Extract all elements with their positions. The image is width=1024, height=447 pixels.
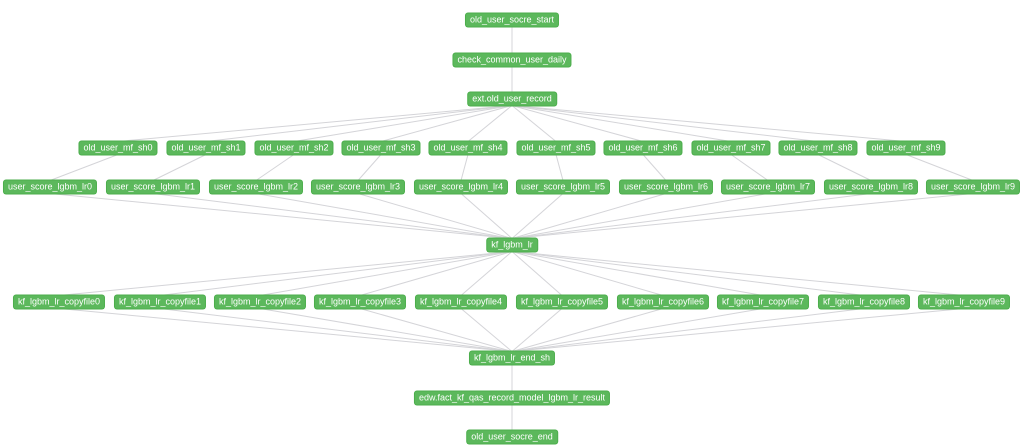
edge-c8-to-kfend [511, 308, 865, 352]
node-old-user-mf-sh3[interactable]: old_user_mf_sh3 [342, 141, 420, 155]
edge-mf6-to-s6 [642, 154, 667, 181]
edge-c0-to-kfend [58, 308, 513, 352]
edge-ext-to-mf1 [205, 105, 513, 142]
edge-mf3-to-s3 [357, 154, 382, 181]
node-old-user-mf-sh1[interactable]: old_user_mf_sh1 [167, 141, 245, 155]
edge-c7-to-kfend [511, 308, 764, 352]
node-old-user-mf-sh2[interactable]: old_user_mf_sh2 [255, 141, 333, 155]
edge-mf8-to-s8 [817, 154, 872, 181]
edge-s5-to-kf [511, 193, 564, 239]
edge-kf-to-c2 [259, 251, 513, 296]
edge-ext-to-mf6 [511, 105, 644, 142]
node-old-user-socre-end[interactable]: old_user_socre_end [467, 430, 557, 444]
node-user-score-lgbm-lr2[interactable]: user_score_lgbm_lr2 [209, 180, 303, 194]
node-check-common-user-daily[interactable]: check_common_user_daily [453, 53, 571, 67]
node-user-score-lgbm-lr5[interactable]: user_score_lgbm_lr5 [516, 180, 610, 194]
edge-s8-to-kf [511, 193, 872, 239]
edge-kf-to-c9 [511, 251, 965, 296]
node-kf-lgbm-lr-copyfile8[interactable]: kf_lgbm_lr_copyfile8 [818, 295, 910, 309]
edge-ext-to-mf8 [511, 105, 819, 142]
node-user-score-lgbm-lr4[interactable]: user_score_lgbm_lr4 [414, 180, 508, 194]
node-old-user-mf-sh7[interactable]: old_user_mf_sh7 [692, 141, 770, 155]
edge-mf9-to-s9 [905, 154, 974, 181]
node-kf-lgbm-lr[interactable]: kf_lgbm_lr [487, 238, 537, 252]
node-user-score-lgbm-lr3[interactable]: user_score_lgbm_lr3 [311, 180, 405, 194]
edge-mf0-to-s0 [49, 154, 119, 181]
node-old-user-mf-sh4[interactable]: old_user_mf_sh4 [429, 141, 507, 155]
edge-c9-to-kfend [511, 308, 965, 352]
node-edw-fact-kf-qas-record-model-lgbm-lr-result[interactable]: edw.fact_kf_qas_record_model_lgbm_lr_res… [414, 391, 610, 405]
edge-ext-to-mf4 [467, 105, 513, 142]
edge-mf4-to-s4 [460, 154, 469, 181]
node-user-score-lgbm-lr7[interactable]: user_score_lgbm_lr7 [721, 180, 815, 194]
node-user-score-lgbm-lr6[interactable]: user_score_lgbm_lr6 [619, 180, 713, 194]
node-old-user-mf-sh0[interactable]: old_user_mf_sh0 [79, 141, 157, 155]
node-old-user-mf-sh5[interactable]: old_user_mf_sh5 [517, 141, 595, 155]
edge-ext-to-mf5 [511, 105, 557, 142]
node-kf-lgbm-lr-copyfile7[interactable]: kf_lgbm_lr_copyfile7 [717, 295, 809, 309]
edge-mf1-to-s1 [152, 154, 207, 181]
edge-s4-to-kf [460, 193, 513, 239]
edge-mf7-to-s7 [730, 154, 769, 181]
edge-kf-to-c4 [460, 251, 513, 296]
node-kf-lgbm-lr-copyfile3[interactable]: kf_lgbm_lr_copyfile3 [314, 295, 406, 309]
node-user-score-lgbm-lr1[interactable]: user_score_lgbm_lr1 [106, 180, 200, 194]
node-kf-lgbm-lr-copyfile2[interactable]: kf_lgbm_lr_copyfile2 [214, 295, 306, 309]
edge-mf2-to-s2 [255, 154, 295, 181]
node-kf-lgbm-lr-end-sh[interactable]: kf_lgbm_lr_end_sh [469, 351, 555, 365]
node-kf-lgbm-lr-copyfile9[interactable]: kf_lgbm_lr_copyfile9 [918, 295, 1010, 309]
node-old-user-mf-sh6[interactable]: old_user_mf_sh6 [604, 141, 682, 155]
node-kf-lgbm-lr-copyfile0[interactable]: kf_lgbm_lr_copyfile0 [13, 295, 105, 309]
edge-kf-to-c6 [511, 251, 664, 296]
node-old-user-mf-sh9[interactable]: old_user_mf_sh9 [867, 141, 945, 155]
edge-s3-to-kf [357, 193, 513, 239]
edge-kf-to-c5 [511, 251, 563, 296]
edge-c2-to-kfend [259, 308, 513, 352]
node-kf-lgbm-lr-copyfile4[interactable]: kf_lgbm_lr_copyfile4 [415, 295, 507, 309]
node-old-user-mf-sh8[interactable]: old_user_mf_sh8 [779, 141, 857, 155]
edge-s9-to-kf [511, 193, 974, 239]
node-kf-lgbm-lr-copyfile5[interactable]: kf_lgbm_lr_copyfile5 [516, 295, 608, 309]
edge-mf5-to-s5 [555, 154, 564, 181]
edge-ext-to-mf3 [380, 105, 513, 142]
edge-ext-to-mf0 [117, 105, 513, 142]
node-user-score-lgbm-lr9[interactable]: user_score_lgbm_lr9 [926, 180, 1020, 194]
edge-ext-to-mf9 [511, 105, 907, 142]
edge-c6-to-kfend [511, 308, 664, 352]
node-ext-old-user-record[interactable]: ext.old_user_record [468, 92, 556, 106]
node-user-score-lgbm-lr8[interactable]: user_score_lgbm_lr8 [824, 180, 918, 194]
edge-ext-to-mf7 [511, 105, 732, 142]
edge-kf-to-c0 [58, 251, 513, 296]
edge-s7-to-kf [511, 193, 769, 239]
edge-c5-to-kfend [511, 308, 563, 352]
edge-c4-to-kfend [460, 308, 513, 352]
edge-kf-to-c3 [359, 251, 513, 296]
edge-s2-to-kf [255, 193, 513, 239]
edge-kf-to-c1 [159, 251, 513, 296]
edge-c3-to-kfend [359, 308, 513, 352]
edge-kf-to-c7 [511, 251, 764, 296]
node-kf-lgbm-lr-copyfile1[interactable]: kf_lgbm_lr_copyfile1 [114, 295, 206, 309]
node-kf-lgbm-lr-copyfile6[interactable]: kf_lgbm_lr_copyfile6 [617, 295, 709, 309]
edge-kf-to-c8 [511, 251, 865, 296]
node-user-score-lgbm-lr0[interactable]: user_score_lgbm_lr0 [3, 180, 97, 194]
edge-ext-to-mf2 [293, 105, 513, 142]
node-old-user-socre-start[interactable]: old_user_socre_start [465, 13, 559, 27]
edge-s6-to-kf [511, 193, 667, 239]
edge-c1-to-kfend [159, 308, 513, 352]
edge-s1-to-kf [152, 193, 513, 239]
edge-s0-to-kf [49, 193, 513, 239]
